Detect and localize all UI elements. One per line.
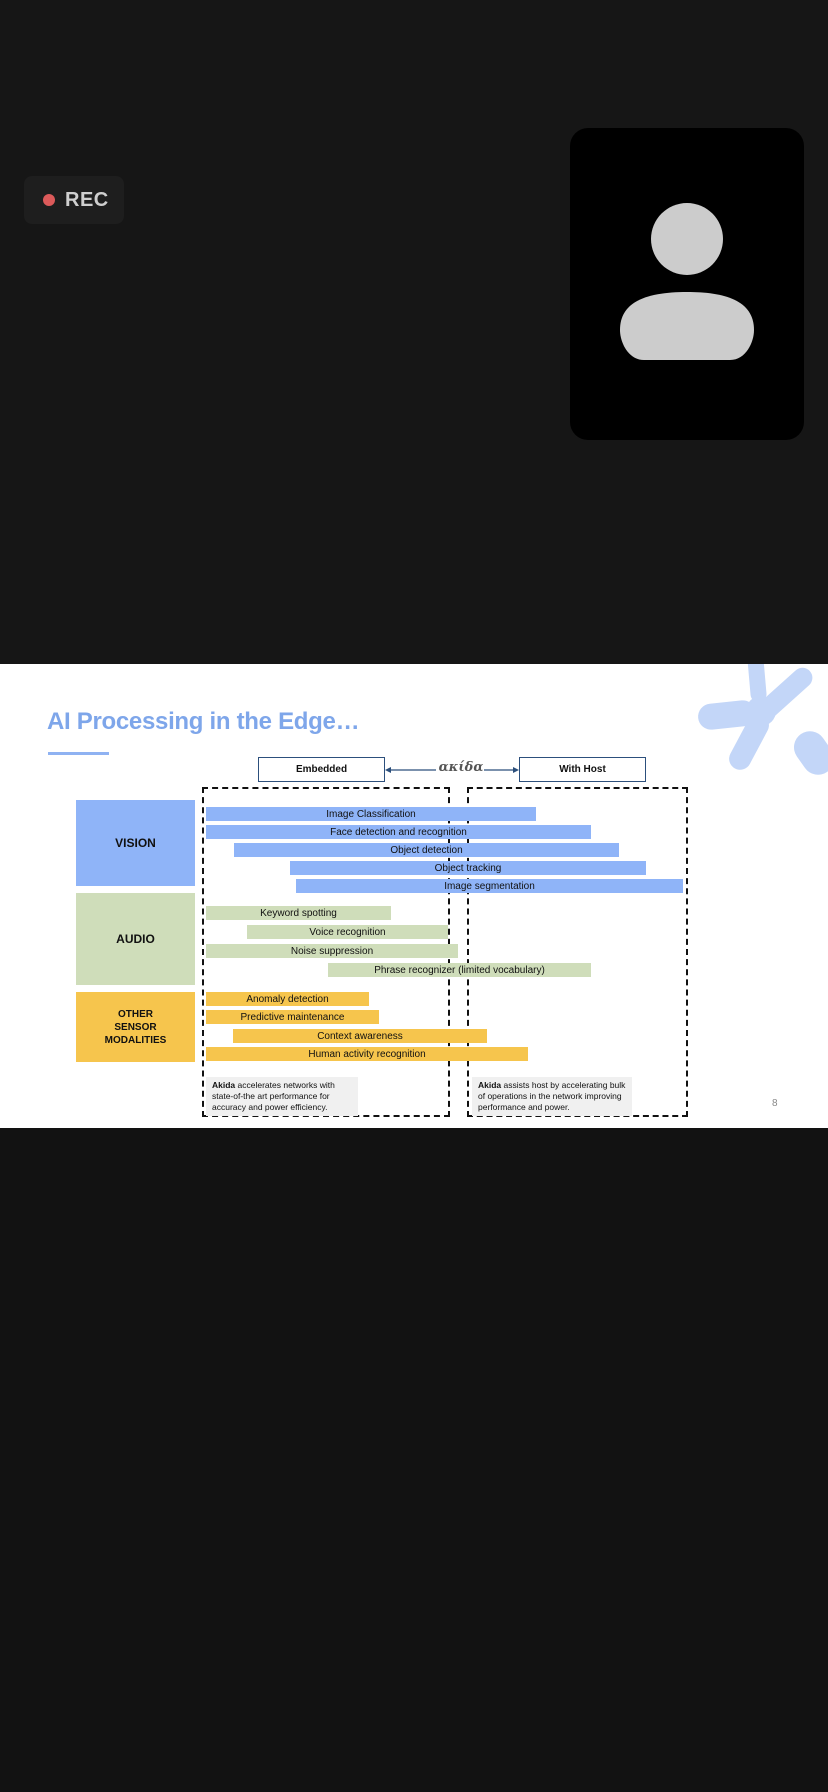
with-host-note-text: assists host by accelerating bulk of ope… — [478, 1080, 626, 1112]
slide-title: AI Processing in the Edge… — [47, 708, 360, 735]
bar-phrase-recognizer: Phrase recognizer (limited vocabulary) — [328, 963, 591, 977]
category-audio: AUDIO — [76, 893, 195, 985]
bar-face-detection: Face detection and recognition — [206, 825, 591, 839]
category-other-sensor-modalities: OTHER SENSOR MODALITIES — [76, 992, 195, 1062]
shared-slide: AI Processing in the Edge… Embedded With… — [0, 664, 828, 1128]
bar-object-detection: Object detection — [234, 843, 619, 857]
bar-image-segmentation: Image segmentation — [296, 879, 683, 893]
title-underline — [48, 752, 109, 755]
with-host-note-brand: Akida — [478, 1080, 502, 1090]
bar-image-classification: Image Classification — [206, 807, 536, 821]
bar-context-awareness: Context awareness — [233, 1029, 487, 1043]
bar-voice-recognition: Voice recognition — [247, 925, 448, 939]
bar-human-activity-recognition: Human activity recognition — [206, 1047, 528, 1061]
akida-wordmark: ακίδα — [438, 760, 484, 775]
embedded-note-brand: Akida — [212, 1080, 236, 1090]
self-view-tile[interactable] — [570, 128, 804, 440]
bar-object-tracking: Object tracking — [290, 861, 646, 875]
with-host-note: Akida assists host by accelerating bulk … — [472, 1077, 632, 1116]
category-other-label: OTHER SENSOR MODALITIES — [105, 1008, 167, 1047]
embedded-note: Akida accelerates networks with state-of… — [206, 1077, 358, 1116]
brand-logo-mark-icon — [698, 664, 828, 775]
bar-noise-suppression: Noise suppression — [206, 944, 458, 958]
bar-predictive-maintenance: Predictive maintenance — [206, 1010, 379, 1024]
recording-dot-icon — [43, 194, 55, 206]
recording-label: REC — [65, 188, 109, 211]
category-other-line-3: MODALITIES — [104, 1034, 167, 1046]
embedded-note-text: accelerates networks with state-of-the a… — [212, 1080, 335, 1112]
meeting-stage: REC — [0, 0, 828, 664]
bar-anomaly-detection: Anomaly detection — [206, 992, 369, 1006]
category-other-line-2: SENSOR — [114, 1021, 157, 1033]
category-vision: VISION — [76, 800, 195, 886]
person-silhouette-icon — [620, 203, 754, 360]
with-host-region — [467, 787, 688, 1117]
category-other-line-1: OTHER — [117, 1008, 153, 1020]
bar-keyword-spotting: Keyword spotting — [206, 906, 391, 920]
with-host-header: With Host — [519, 757, 646, 782]
embedded-header: Embedded — [258, 757, 385, 782]
double-arrow-icon — [385, 767, 519, 773]
slide-page-number: 8 — [772, 1098, 778, 1109]
recording-indicator: REC — [24, 176, 124, 224]
